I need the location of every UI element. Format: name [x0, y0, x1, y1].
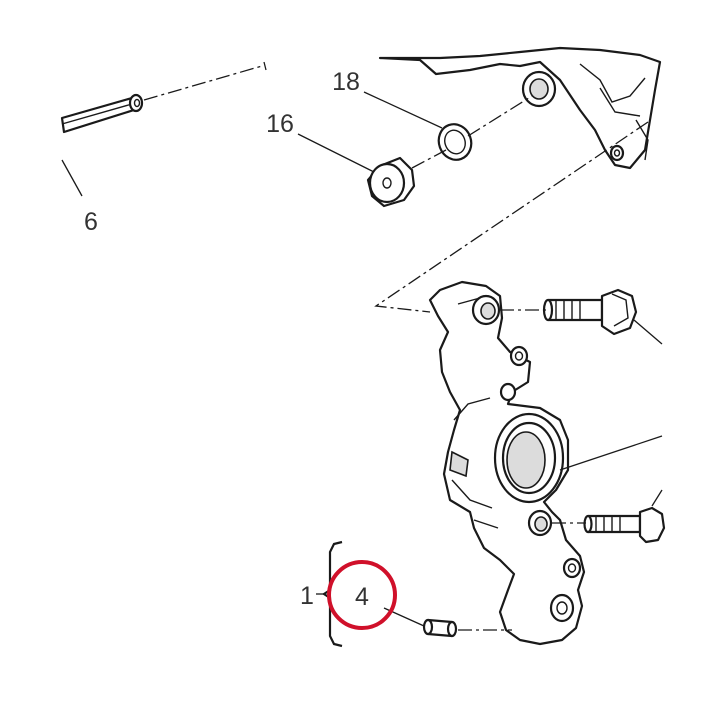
plug-axis-line: [411, 149, 447, 169]
callout-4: 4: [355, 583, 369, 611]
leader-lower-bolt: [651, 489, 663, 507]
washer-axis-line: [467, 95, 533, 137]
highlight-circle: [327, 560, 397, 630]
upper-bracket-part: [378, 46, 662, 170]
axle-rod-part: [60, 93, 144, 134]
callout-1: 1: [300, 582, 314, 610]
axle-axis-tick: [263, 61, 267, 71]
axle-axis-line: [143, 65, 263, 101]
group-bracket: [322, 540, 343, 648]
leader-18: [363, 91, 443, 129]
leader-upper-bolt: [633, 319, 663, 345]
callout-16: 16: [266, 110, 294, 138]
leader-piston: [559, 435, 663, 471]
lower-bolt-part: [583, 506, 666, 544]
leader-6: [61, 159, 83, 197]
leader-16: [297, 133, 375, 173]
washer-part: [437, 123, 473, 161]
callout-6: 6: [84, 208, 98, 236]
assembly-axis-line: [374, 121, 649, 313]
plug-part: [366, 156, 416, 208]
upper-bolt-part: [542, 288, 638, 336]
dowel-pin-part: [422, 618, 458, 638]
callout-18: 18: [332, 68, 360, 96]
caliper-body-part: [428, 280, 586, 646]
